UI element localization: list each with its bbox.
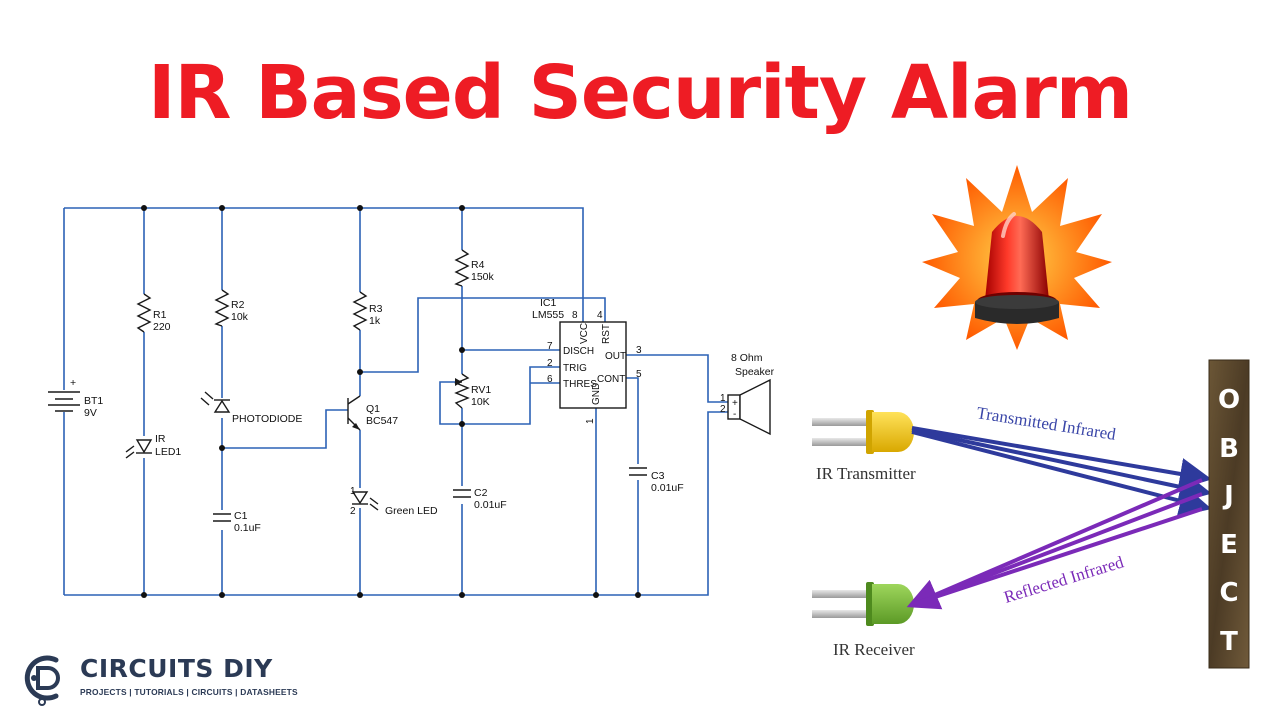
object-block: O B J E C T bbox=[1208, 359, 1250, 669]
object-letter-b: B bbox=[1219, 434, 1239, 464]
logo-tagline: PROJECTS | TUTORIALS | CIRCUITS | DATASH… bbox=[80, 687, 298, 697]
junction-dots bbox=[141, 205, 641, 598]
pin-rst-label: RST bbox=[601, 324, 612, 344]
ir-led-ref-label: IR bbox=[155, 433, 166, 445]
photodiode-label: PHOTODIODE bbox=[232, 413, 302, 425]
object-letter-e: E bbox=[1220, 530, 1238, 560]
c3-ref-label: C3 bbox=[651, 470, 665, 482]
r4-value-label: 150k bbox=[471, 271, 495, 283]
pin-3-number: 3 bbox=[636, 345, 642, 356]
ir-led-symbol: IR LED1 bbox=[125, 433, 181, 459]
pin-8-number: 8 bbox=[572, 310, 578, 321]
capacitor-c3: C3 0.01uF bbox=[629, 467, 684, 494]
ir-transmitter-label: IR Transmitter bbox=[816, 464, 916, 483]
ic1-part-label: LM555 bbox=[532, 309, 564, 321]
resistor-r3: R3 1k bbox=[352, 291, 383, 331]
pin-thres-label: THRES bbox=[563, 379, 597, 390]
rv1-value-label: 10K bbox=[471, 396, 490, 408]
reflected-infrared-label: Reflected Infrared bbox=[1002, 552, 1127, 607]
c2-ref-label: C2 bbox=[474, 487, 488, 499]
green-led-label: Green LED bbox=[385, 505, 438, 517]
r2-ref-label: R2 bbox=[231, 299, 245, 311]
battery-ref-label: BT1 bbox=[84, 395, 103, 407]
c3-value-label: 0.01uF bbox=[651, 482, 684, 494]
battery-bt1: + BT1 9V bbox=[48, 377, 103, 419]
pin-2-number: 2 bbox=[547, 358, 553, 369]
pin-disch-label: DISCH bbox=[563, 346, 594, 357]
speaker-plus: + bbox=[732, 398, 738, 409]
r3-ref-label: R3 bbox=[369, 303, 383, 315]
r3-value-label: 1k bbox=[369, 315, 381, 327]
ic1-lm555: IC1 LM555 DISCH TRIG THRES OUT CONT VCC … bbox=[532, 297, 642, 424]
rv1-ref-label: RV1 bbox=[471, 384, 491, 396]
r4-ref-label: R4 bbox=[471, 259, 485, 271]
ir-transmitter-led bbox=[812, 410, 914, 454]
speaker-pin1: 1 bbox=[720, 393, 726, 404]
r1-value-label: 220 bbox=[153, 321, 171, 333]
pin-4-number: 4 bbox=[597, 310, 603, 321]
speaker-label-1: 8 Ohm bbox=[731, 352, 763, 364]
r1-ref-label: R1 bbox=[153, 309, 167, 321]
reflected-rays bbox=[906, 478, 1203, 610]
resistor-r1: R1 220 bbox=[136, 293, 171, 333]
pin-7-number: 7 bbox=[547, 341, 553, 352]
capacitor-c1: C1 0.1uF bbox=[213, 510, 261, 534]
resistor-r2: R2 10k bbox=[214, 289, 249, 327]
pin-5-number: 5 bbox=[636, 369, 642, 380]
battery-plus-label: + bbox=[70, 377, 76, 389]
ic1-ref-label: IC1 bbox=[540, 297, 557, 309]
potentiometer-rv1: RV1 10K bbox=[454, 373, 491, 409]
resistor-r4: R4 150k bbox=[454, 249, 495, 287]
ir-receiver-led bbox=[812, 582, 914, 626]
speaker-minus: - bbox=[733, 409, 736, 420]
object-letter-t: T bbox=[1220, 627, 1238, 657]
r2-value-label: 10k bbox=[231, 311, 249, 323]
schematic-wires bbox=[63, 207, 728, 596]
object-letter-c: C bbox=[1219, 578, 1238, 608]
green-led-symbol: Green LED 1 2 bbox=[350, 486, 438, 517]
green-led-pin2: 2 bbox=[350, 506, 356, 517]
red-siren-icon bbox=[922, 165, 1112, 350]
pin-1-number: 1 bbox=[585, 418, 596, 424]
object-letter-o: O bbox=[1218, 385, 1240, 415]
c2-value-label: 0.01uF bbox=[474, 499, 507, 511]
green-led-pin1: 1 bbox=[350, 486, 356, 497]
ir-led-value-label: LED1 bbox=[155, 446, 181, 458]
pin-out-label: OUT bbox=[605, 351, 626, 362]
pin-cont-label: CONT bbox=[597, 374, 625, 385]
speaker-label-2: Speaker bbox=[735, 366, 775, 378]
photodiode-symbol: PHOTODIODE bbox=[200, 391, 302, 425]
c1-value-label: 0.1uF bbox=[234, 522, 261, 534]
logo-mark-icon bbox=[24, 655, 60, 706]
capacitor-c2: C2 0.01uF bbox=[453, 487, 507, 511]
circuits-diy-logo[interactable]: CIRCUITS DIY PROJECTS | TUTORIALS | CIRC… bbox=[22, 650, 298, 710]
pin-gnd-label: GND bbox=[591, 383, 602, 405]
c1-ref-label: C1 bbox=[234, 510, 248, 522]
object-letter-j: J bbox=[1222, 481, 1234, 511]
transmitted-infrared-label: Transmitted Infrared bbox=[975, 403, 1117, 444]
battery-value-label: 9V bbox=[84, 407, 97, 419]
transmitted-rays bbox=[911, 426, 1212, 517]
transistor-q1: Q1 BC547 bbox=[347, 395, 398, 431]
logo-name: CIRCUITS DIY bbox=[80, 654, 273, 683]
speaker-symbol: 8 Ohm Speaker 1 2 + - bbox=[720, 352, 775, 436]
q1-ref-label: Q1 bbox=[366, 403, 380, 415]
pin-trig-label: TRIG bbox=[563, 363, 587, 374]
q1-value-label: BC547 bbox=[366, 415, 398, 427]
pin-vcc-label: VCC bbox=[579, 323, 590, 344]
speaker-pin2: 2 bbox=[720, 404, 726, 415]
pin-6-number: 6 bbox=[547, 374, 553, 385]
ir-receiver-label: IR Receiver bbox=[833, 640, 915, 659]
page-title: IR Based Security Alarm bbox=[147, 50, 1133, 136]
